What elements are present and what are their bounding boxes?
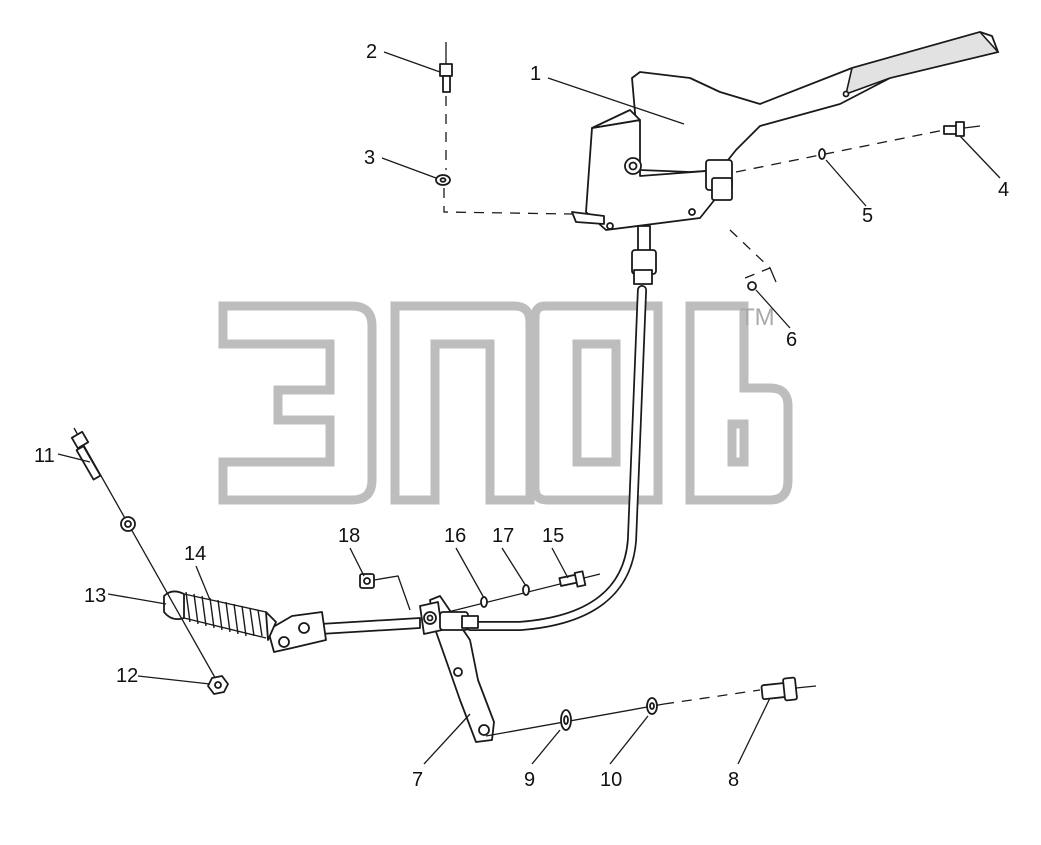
- nut-12: [207, 675, 229, 695]
- washer-9: [560, 709, 572, 731]
- ring-5: [818, 148, 826, 160]
- bolt-15: [558, 570, 587, 588]
- callout-5: 5: [862, 205, 873, 227]
- washer-10: [646, 697, 658, 715]
- callout-16: 16: [444, 525, 466, 547]
- callout-15: 15: [542, 525, 564, 547]
- callout-18: 18: [338, 525, 360, 547]
- washer-17: [522, 584, 530, 596]
- washer-16: [480, 596, 488, 608]
- bolt-2: [439, 63, 453, 93]
- callout-10: 10: [600, 769, 622, 791]
- trademark-mark: TM: [740, 304, 775, 331]
- spring-14: [163, 590, 277, 641]
- adjuster-rod: [267, 611, 421, 653]
- bolt-11: [70, 430, 102, 481]
- bracket-7: [419, 595, 495, 743]
- leader-lines: [57, 51, 1001, 765]
- nut-18: [359, 573, 375, 589]
- washer-6: [747, 281, 757, 291]
- callout-8: 8: [728, 769, 739, 791]
- washer-11: [120, 516, 136, 532]
- callout-13: 13: [84, 585, 106, 607]
- brake-cable: [465, 225, 657, 631]
- callout-4: 4: [998, 179, 1009, 201]
- callout-6: 6: [786, 329, 797, 351]
- callout-1: 1: [530, 63, 541, 85]
- bolt-4: [943, 121, 965, 137]
- callout-9: 9: [524, 769, 535, 791]
- callout-11: 11: [34, 445, 55, 467]
- bolt-8: [760, 676, 798, 702]
- callout-3: 3: [364, 147, 375, 169]
- callout-7: 7: [412, 769, 423, 791]
- callout-17: 17: [492, 525, 514, 547]
- callout-14: 14: [184, 543, 206, 565]
- callout-2: 2: [366, 41, 377, 63]
- washer-3: [435, 174, 451, 186]
- callout-12: 12: [116, 665, 138, 687]
- handbrake-lever: [571, 31, 1000, 231]
- watermark-logo: [218, 301, 793, 505]
